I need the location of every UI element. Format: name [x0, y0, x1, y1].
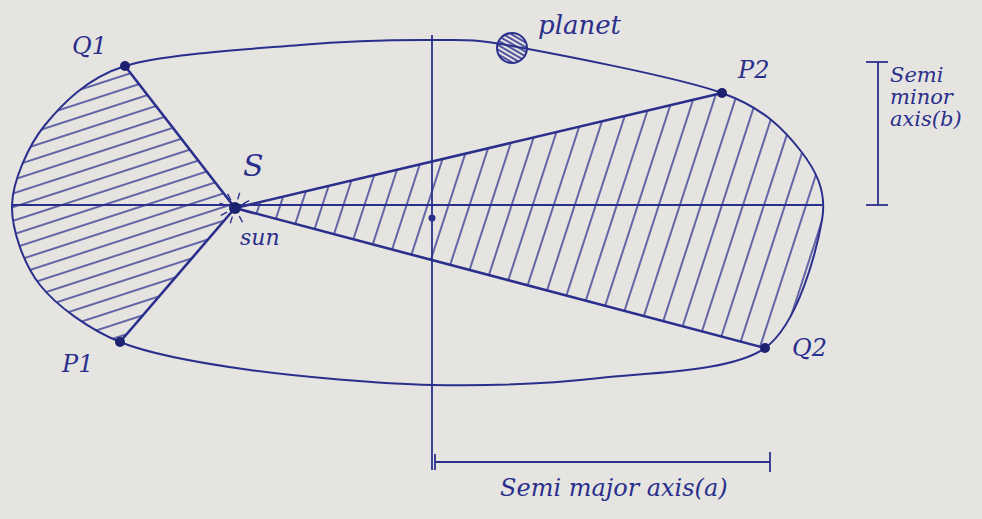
label-holder: S	[243, 150, 264, 182]
sun-rays	[220, 193, 251, 224]
dimension-label: Semi minor axis(b)	[890, 64, 976, 130]
label-holder: Semi major axis(a)	[500, 476, 728, 501]
planet-symbol	[497, 33, 527, 63]
major-axis	[12, 204, 822, 206]
label-holder: Q1	[72, 34, 107, 59]
point-label: Q1	[72, 34, 107, 59]
label-holder: Q2	[792, 336, 827, 361]
label-holder: P2	[738, 58, 769, 83]
point-label: P2	[738, 58, 769, 83]
semi-minor-dimension	[866, 62, 888, 205]
planet-label: planet	[538, 12, 621, 39]
point-label: S	[243, 150, 264, 182]
sun-label: sun	[240, 226, 280, 249]
semi-major-dimension	[435, 452, 770, 472]
dimension-label: Semi major axis(a)	[500, 476, 728, 501]
orbit-points	[115, 61, 770, 353]
point-label: Q2	[792, 336, 827, 361]
elliptical-orbit	[12, 40, 823, 385]
label-holder: P1	[62, 352, 93, 377]
sun-dot	[229, 202, 241, 214]
ellipse-centre	[429, 215, 436, 222]
label-holder: Semi minor axis(b)	[890, 64, 976, 130]
radius-vectors	[120, 66, 765, 348]
minor-axis	[431, 35, 433, 470]
label-holder: sun	[240, 226, 280, 249]
swept-area-right	[235, 0, 982, 519]
point-label: P1	[62, 352, 93, 377]
label-holder: planet	[538, 12, 621, 39]
swept-area-left	[0, 0, 235, 519]
